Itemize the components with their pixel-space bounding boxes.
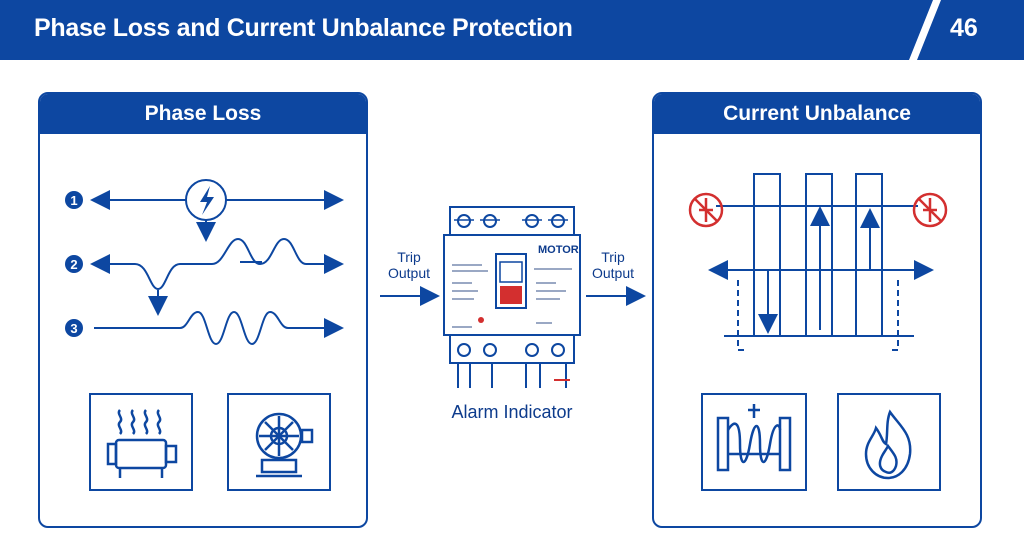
header-bar: Phase Loss and Current Unbalance Protect… <box>0 0 1024 60</box>
phase-1-number: 1 <box>70 193 77 208</box>
phase-2-line: 2 <box>65 237 344 316</box>
warning-no-icon-left <box>688 192 724 228</box>
current-unbalance-title: Current Unbalance <box>654 94 980 134</box>
motor-heat-icon-box <box>89 393 193 491</box>
relay-text-lines <box>452 264 572 328</box>
phase-2-number: 2 <box>70 257 77 272</box>
phase-3-number: 3 <box>70 321 77 336</box>
motor-fan-icon <box>255 412 314 478</box>
warning-no-icon-right <box>912 192 948 228</box>
protection-relay <box>443 206 581 388</box>
relay-indicator-top <box>499 261 523 283</box>
fire-icon-box <box>837 393 941 491</box>
phase-1-line: 1 <box>65 179 344 242</box>
motor-heat-icon <box>106 409 178 478</box>
coil-icon <box>716 404 792 472</box>
phase-loss-diagram: 1 2 3 <box>65 179 344 491</box>
relay-motor-label: MOTOR <box>538 244 579 256</box>
phase-loss-panel: Phase Loss 1 2 <box>38 92 368 528</box>
conductor-bars <box>753 173 883 337</box>
current-unbalance-diagram <box>688 173 948 491</box>
alarm-red-indicator <box>500 286 522 304</box>
page-number: 46 <box>950 14 978 42</box>
current-unbalance-panel: Current Unbalance <box>652 92 982 528</box>
header-background <box>0 0 1024 60</box>
phase-3-line: 3 <box>65 310 344 346</box>
page-title: Phase Loss and Current Unbalance Protect… <box>34 14 573 42</box>
fire-icon <box>864 409 912 480</box>
phase-loss-title: Phase Loss <box>40 94 366 134</box>
alarm-indicator-label: Alarm Indicator <box>451 402 573 422</box>
